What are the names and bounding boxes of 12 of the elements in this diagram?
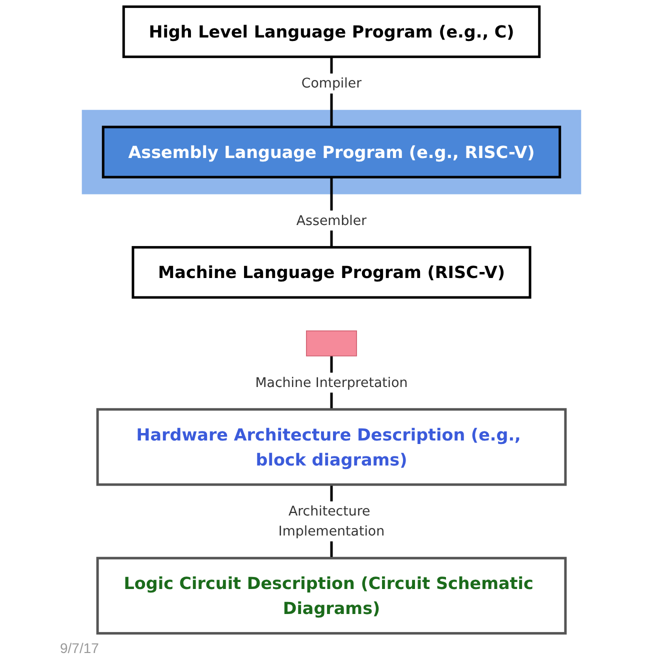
edge-label: Compiler [301, 75, 362, 92]
date-label: 9/7/17 [60, 640, 99, 656]
node-box: Hardware Architecture Description (e.g., block diagrams) [96, 408, 567, 486]
edge-label: Architecture Implementation [278, 502, 385, 539]
node-box: High Level Language Program (e.g., C) [122, 5, 541, 58]
node-bar [306, 330, 357, 356]
edge-label: Machine Interpretation [255, 374, 408, 390]
node-box: Machine Language Program (RISC-V) [132, 246, 532, 299]
node-box: Logic Circuit Description (Circuit Schematic Diagrams) [96, 556, 567, 635]
edge-label: Assembler [296, 212, 367, 228]
node-box: Assembly Language Program (e.g., RISC-V) [102, 126, 562, 178]
cluster [82, 110, 582, 194]
